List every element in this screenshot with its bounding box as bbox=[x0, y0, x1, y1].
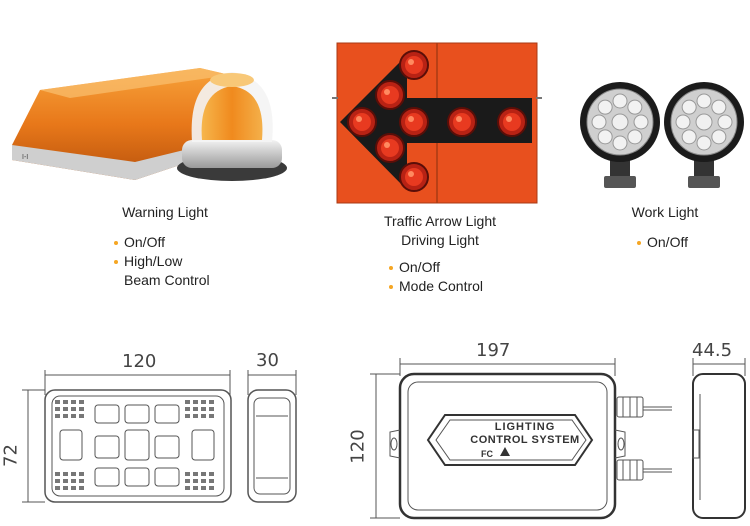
bullet-icon bbox=[389, 285, 393, 289]
warning-light-image: I-I bbox=[12, 68, 287, 181]
left-controller-drawing bbox=[22, 370, 297, 503]
feature-item: High/Low bbox=[114, 252, 210, 271]
led-icon bbox=[375, 133, 405, 163]
traffic-arrow-light-title: Traffic Arrow Light bbox=[383, 213, 497, 229]
control-label-line2: CONTROL SYSTEM bbox=[470, 434, 580, 446]
bullet-icon bbox=[114, 241, 118, 245]
bullet-icon bbox=[389, 266, 393, 270]
vent-grille-icon bbox=[55, 400, 84, 418]
feature-item: Beam Control bbox=[124, 272, 210, 288]
feature-item: On/Off bbox=[637, 233, 688, 252]
left-depth-dimension: 30 bbox=[256, 350, 279, 371]
led-icon bbox=[399, 50, 429, 80]
feature-item: Mode Control bbox=[389, 277, 483, 296]
control-label-line1: LIGHTING bbox=[494, 421, 556, 433]
warning-triangle-icon bbox=[500, 447, 510, 456]
traffic-arrow-light-features: On/Off Mode Control bbox=[389, 258, 483, 296]
feature-item: On/Off bbox=[114, 233, 210, 252]
warning-light-features: On/Off High/Low Beam Control bbox=[114, 233, 210, 290]
right-controller-drawing bbox=[370, 358, 746, 520]
right-width-dimension: 197 bbox=[476, 340, 511, 361]
work-light-title: Work Light bbox=[631, 204, 699, 220]
work-lamp-icon bbox=[580, 82, 660, 188]
led-icon bbox=[399, 162, 429, 192]
bullet-icon bbox=[637, 241, 641, 245]
vent-grille-icon bbox=[55, 472, 84, 490]
work-light-features: On/Off bbox=[637, 233, 688, 252]
left-width-dimension: 120 bbox=[122, 351, 157, 372]
feature-item: On/Off bbox=[389, 258, 483, 277]
led-icon bbox=[497, 107, 527, 137]
led-icon bbox=[399, 107, 429, 137]
traffic-arrow-light-image bbox=[332, 42, 542, 204]
led-icon bbox=[375, 80, 405, 110]
warning-light-title: Warning Light bbox=[122, 204, 208, 220]
led-icon bbox=[347, 107, 377, 137]
svg-text:I-I: I-I bbox=[22, 154, 28, 161]
vent-grille-icon bbox=[185, 472, 214, 490]
driving-light-title: Driving Light bbox=[401, 232, 479, 248]
fc-mark: FC bbox=[481, 449, 493, 459]
right-depth-dimension: 44.5 bbox=[692, 340, 733, 361]
bullet-icon bbox=[114, 260, 118, 264]
work-light-image bbox=[580, 82, 744, 188]
vent-grille-icon bbox=[185, 400, 214, 418]
led-icon bbox=[447, 107, 477, 137]
work-lamp-icon bbox=[664, 82, 744, 188]
